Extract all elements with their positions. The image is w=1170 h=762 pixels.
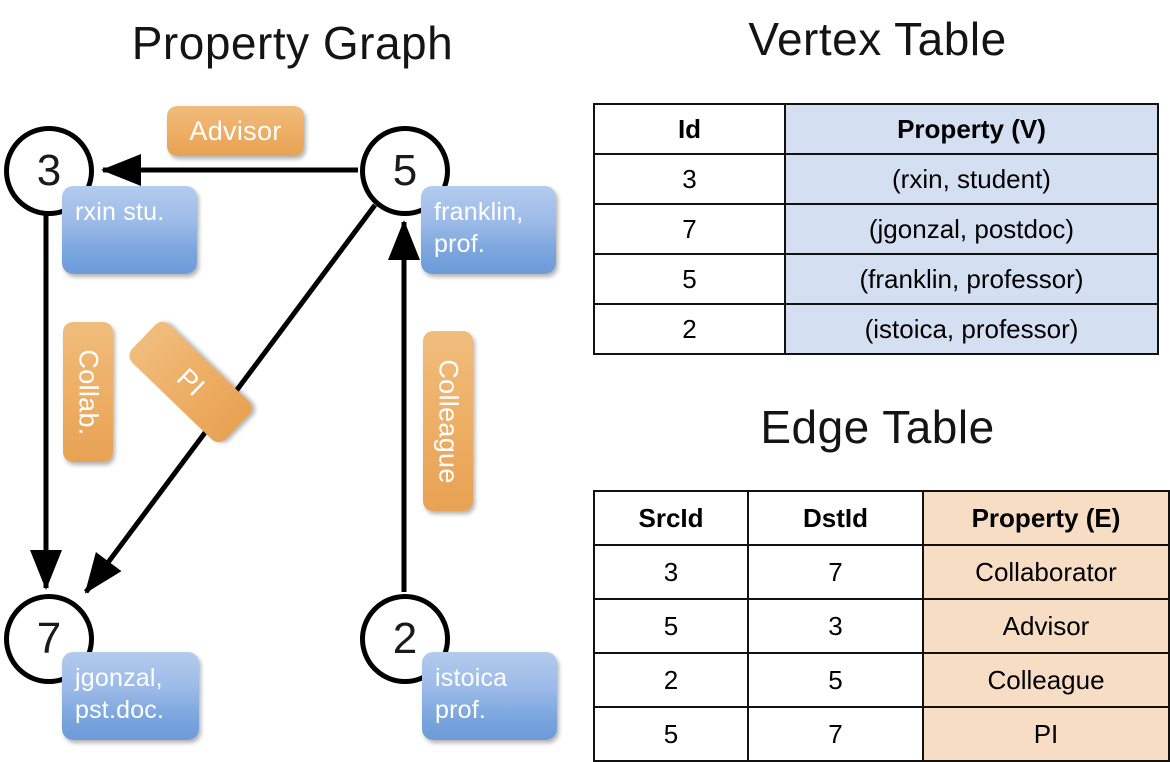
node-5-property-box: franklin, prof. — [421, 186, 556, 274]
node-2-property-box: istoica prof. — [422, 652, 557, 740]
edge-label-pi-text: PI — [171, 361, 211, 402]
node-3-property-line2: stu. — [123, 198, 165, 226]
vertex-table-header-row: Id Property (V) — [593, 103, 1159, 155]
table-row: 2 (istoica, professor) — [593, 303, 1159, 355]
edge-label-colleague: Colleague — [423, 331, 473, 511]
table-row: 5 7 PI — [593, 706, 1170, 762]
vertex-table: Id Property (V) 3 (rxin, student) 7 (jgo… — [593, 103, 1159, 355]
edge-cell-srcid: 2 — [593, 652, 749, 708]
vertex-cell-id: 3 — [593, 153, 786, 205]
edge-cell-dstid: 7 — [747, 706, 924, 762]
node-5[interactable]: 5 — [360, 126, 450, 216]
edge-cell-property: Advisor — [922, 598, 1170, 654]
node-7-property-box: jgonzal, pst.doc. — [62, 652, 199, 740]
edge-label-collab-text: Collab. — [73, 348, 104, 436]
edge-cell-property: Collaborator — [922, 544, 1170, 600]
table-row: 3 (rxin, student) — [593, 153, 1159, 205]
edge-label-advisor: Advisor — [167, 106, 304, 156]
vertex-table-header-id: Id — [593, 103, 786, 155]
node-3-property-line1: rxin — [75, 198, 117, 226]
vertex-cell-property: (rxin, student) — [784, 153, 1159, 205]
node-5-property-line1: franklin, — [434, 198, 524, 226]
page-title-vertex-table: Vertex Table — [748, 13, 1007, 65]
node-3-property-box: rxin stu. — [62, 186, 197, 274]
table-row: 2 5 Colleague — [593, 652, 1170, 708]
edge-cell-property: PI — [922, 706, 1170, 762]
node-5-property-line2: prof. — [434, 230, 486, 258]
vertex-cell-property: (franklin, professor) — [784, 253, 1159, 305]
page-title-property-graph: Property Graph — [131, 17, 454, 69]
page-title-edge-table: Edge Table — [760, 401, 995, 453]
edge-cell-dstid: 5 — [747, 652, 924, 708]
table-row: 5 3 Advisor — [593, 598, 1170, 654]
vertex-cell-id: 5 — [593, 253, 786, 305]
vertex-cell-id: 7 — [593, 203, 786, 255]
edge-label-advisor-text: Advisor — [189, 115, 282, 146]
edge-cell-srcid: 3 — [593, 544, 749, 600]
vertex-cell-id: 2 — [593, 303, 786, 355]
node-2-property-line2: prof. — [435, 696, 487, 724]
edge-label-colleague-text: Colleague — [433, 358, 464, 484]
node-2-property-line1: istoica — [435, 664, 508, 692]
vertex-cell-property: (jgonzal, postdoc) — [784, 203, 1159, 255]
node-7-property-line1: jgonzal, — [75, 664, 163, 692]
edge-cell-dstid: 7 — [747, 544, 924, 600]
table-row: 3 7 Collaborator — [593, 544, 1170, 600]
vertex-table-header-property: Property (V) — [784, 103, 1159, 155]
table-row: 7 (jgonzal, postdoc) — [593, 203, 1159, 255]
edge-table-header-row: SrcId DstId Property (E) — [593, 490, 1170, 546]
edge-table-header-dstid: DstId — [747, 490, 924, 546]
edge-label-collab: Collab. — [63, 322, 113, 462]
edge-table-header-srcid: SrcId — [593, 490, 749, 546]
vertex-cell-property: (istoica, professor) — [784, 303, 1159, 355]
edge-cell-srcid: 5 — [593, 598, 749, 654]
edge-cell-dstid: 3 — [747, 598, 924, 654]
edge-cell-property: Colleague — [922, 652, 1170, 708]
table-row: 5 (franklin, professor) — [593, 253, 1159, 305]
node-7-property-line2: pst.doc. — [75, 696, 165, 724]
edge-table: SrcId DstId Property (E) 3 7 Collaborato… — [593, 490, 1170, 762]
property-graph-panel: Property Graph 3 rxin stu. 5 franklin, — [0, 0, 585, 760]
edge-cell-srcid: 5 — [593, 706, 749, 762]
node-2[interactable]: 2 — [360, 594, 450, 684]
edge-table-header-property: Property (E) — [922, 490, 1170, 546]
